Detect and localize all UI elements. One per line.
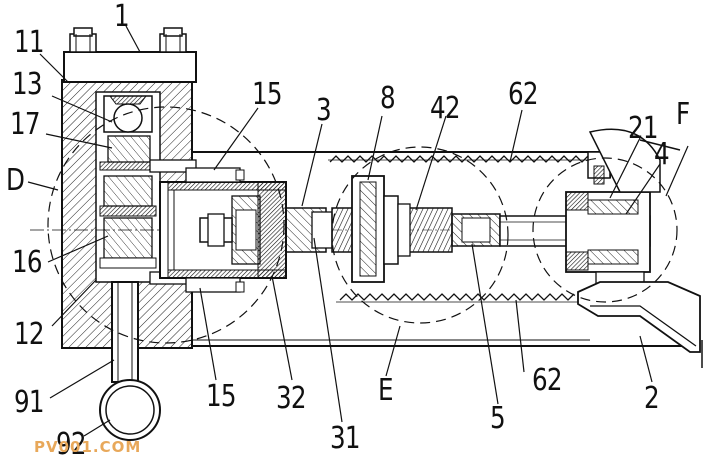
part-label-15-top: 15 xyxy=(252,77,282,112)
part-label-92: 92 xyxy=(56,427,86,462)
part-label-17: 17 xyxy=(10,107,40,142)
detail-label-F: F xyxy=(676,97,690,132)
part-label-1: 1 xyxy=(114,0,130,34)
part-label-4: 4 xyxy=(654,137,670,172)
part-label-32: 32 xyxy=(276,381,306,416)
part-label-13: 13 xyxy=(12,67,42,102)
part-label-42: 42 xyxy=(430,91,460,126)
part-label-62-top: 62 xyxy=(508,77,538,112)
watermark-text: PV001.COM xyxy=(34,438,142,456)
part-label-11: 11 xyxy=(14,25,44,60)
tension-springs xyxy=(328,151,611,303)
detail-circles xyxy=(47,106,678,344)
part-label-3: 3 xyxy=(316,93,332,128)
part-label-12: 12 xyxy=(14,317,44,352)
part-label-91: 91 xyxy=(14,385,44,420)
flange xyxy=(351,175,411,283)
part-label-15-bottom: 15 xyxy=(206,379,236,414)
detail-label-D: D xyxy=(6,163,25,198)
part-label-16: 16 xyxy=(12,245,42,280)
leader-lines xyxy=(27,25,689,437)
detail-label-E: E xyxy=(378,373,394,408)
part-label-8: 8 xyxy=(380,81,396,116)
part-label-5: 5 xyxy=(490,401,506,436)
left-body xyxy=(30,27,240,349)
part-label-2: 2 xyxy=(644,381,660,416)
part-label-21: 21 xyxy=(628,111,658,146)
base-plate xyxy=(577,281,703,368)
handle xyxy=(99,281,161,441)
part-label-31: 31 xyxy=(330,421,360,456)
cylinder-cup xyxy=(159,167,287,293)
part-label-62-bottom: 62 xyxy=(532,363,562,398)
